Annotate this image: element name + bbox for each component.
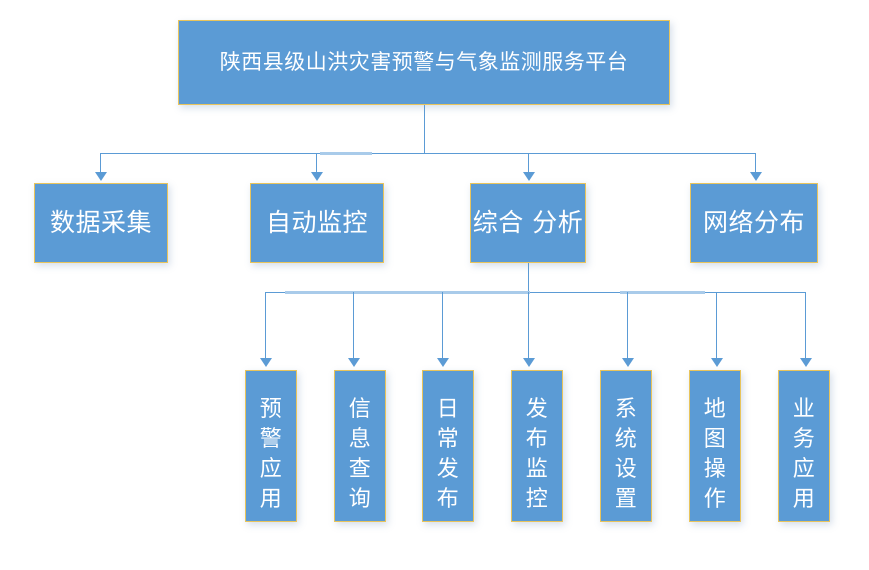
arrow-level3-6 <box>800 358 812 367</box>
arrow-level2-2 <box>523 172 535 181</box>
connector-drop-level3-3 <box>528 292 530 359</box>
connector-analysis-trunk <box>528 263 530 292</box>
connector-level3-bus-overlap-a <box>285 291 530 294</box>
node-information-query-label: 信息查询 <box>348 397 372 512</box>
node-data-collection[interactable]: 数据采集 <box>34 183 168 263</box>
node-platform-title[interactable]: 陕西县级山洪灾害预警与气象监测服务平台 <box>178 20 670 105</box>
arrow-level3-5 <box>711 358 723 367</box>
connector-drop-level3-1 <box>353 292 355 359</box>
node-information-query[interactable]: 信息查询 <box>334 370 386 522</box>
connector-drop-level2-0 <box>100 153 102 173</box>
node-comprehensive-analysis[interactable]: 综合 分析 <box>470 183 586 263</box>
arrow-level3-3 <box>523 358 535 367</box>
arrow-level3-1 <box>348 358 360 367</box>
node-daily-publishing[interactable]: 日常发布 <box>422 370 474 522</box>
arrow-level2-0 <box>95 172 107 181</box>
connector-level3-bus <box>265 292 805 294</box>
connector-level2-bus <box>100 153 756 155</box>
connector-drop-level2-2 <box>528 153 530 173</box>
node-publish-monitoring-label: 发布监控 <box>525 397 549 512</box>
connector-drop-level2-1 <box>316 153 318 173</box>
node-warning-application-label: 预警应用 <box>259 397 283 512</box>
node-auto-monitoring[interactable]: 自动监控 <box>250 183 384 263</box>
node-business-application-label: 业务应用 <box>792 397 816 512</box>
node-network-distribution[interactable]: 网络分布 <box>690 183 818 263</box>
arrow-level3-4 <box>622 358 634 367</box>
node-data-collection-label: 数据采集 <box>49 208 152 238</box>
arrow-level3-0 <box>260 358 272 367</box>
connector-level3-bus-overlap-b <box>620 291 705 294</box>
arrow-level3-2 <box>437 358 449 367</box>
connector-level2-bus-overlap <box>320 152 372 155</box>
connector-drop-level3-0 <box>265 292 267 359</box>
node-daily-publishing-label: 日常发布 <box>436 397 460 512</box>
node-platform-title-label: 陕西县级山洪灾害预警与气象监测服务平台 <box>219 50 629 75</box>
connector-drop-level3-4 <box>627 292 629 359</box>
node-network-distribution-label: 网络分布 <box>702 208 805 238</box>
node-publish-monitoring[interactable]: 发布监控 <box>511 370 563 522</box>
node-map-operation[interactable]: 地图操作 <box>689 370 741 522</box>
node-system-settings[interactable]: 系统设置 <box>600 370 652 522</box>
node-auto-monitoring-label: 自动监控 <box>265 208 368 238</box>
connector-drop-level2-3 <box>755 153 757 173</box>
connector-drop-level3-2 <box>442 292 444 359</box>
node-business-application[interactable]: 业务应用 <box>778 370 830 522</box>
connector-drop-level3-5 <box>716 292 718 359</box>
node-system-settings-label: 系统设置 <box>614 397 638 512</box>
arrow-level2-3 <box>750 172 762 181</box>
connector-root-trunk <box>424 105 426 154</box>
arrow-level2-1 <box>311 172 323 181</box>
node-warning-application[interactable]: 预警应用 <box>245 370 297 522</box>
connector-drop-level3-6 <box>805 292 807 359</box>
node-comprehensive-analysis-label: 综合 分析 <box>472 208 584 238</box>
node-map-operation-label: 地图操作 <box>703 397 727 512</box>
